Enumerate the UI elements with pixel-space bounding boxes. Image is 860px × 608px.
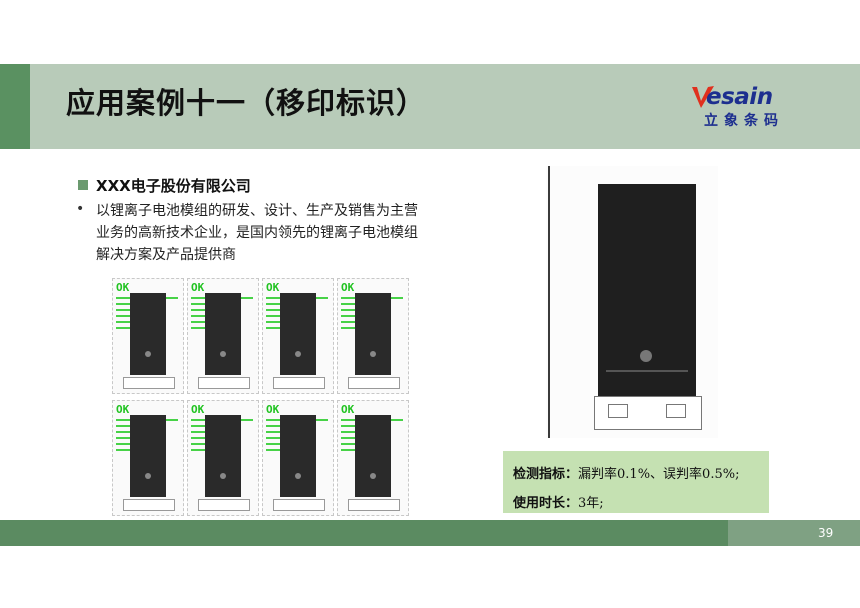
logo-wordmark: esain [706, 84, 773, 110]
battery-image [130, 415, 166, 497]
inspection-thumbnail: OK [337, 278, 409, 394]
page-number: 39 [818, 526, 834, 540]
company-name: XXX电子股份有限公司 [96, 177, 251, 195]
ok-status-label: OK [266, 403, 280, 416]
apple-logo-icon [220, 351, 226, 357]
company-logo: esain 立象条码 [690, 84, 790, 132]
footer-page-block [728, 520, 860, 546]
apple-logo-icon [145, 473, 151, 479]
battery-image [205, 415, 241, 497]
detection-value: 漏判率0.1%、误判率0.5%; [578, 467, 740, 482]
logo-subtitle: 立象条码 [704, 113, 784, 129]
apple-logo-icon [145, 351, 151, 357]
battery-image [355, 293, 391, 375]
duration-metric-row: 使用时长：3年; [513, 492, 604, 511]
company-description: 以锂离子电池模组的研发、设计、生产及销售为主营业务的高新技术企业，是国内领先的锂… [96, 203, 418, 263]
apple-logo-icon [220, 473, 226, 479]
apple-logo-icon [370, 351, 376, 357]
duration-label: 使用时长： [513, 496, 579, 511]
inspection-thumbnail: OK [337, 400, 409, 516]
battery-image [355, 415, 391, 497]
apple-logo-icon [640, 350, 652, 362]
apple-logo-icon [295, 473, 301, 479]
inspection-thumbnail: OK [112, 400, 184, 516]
duration-value: 3年; [578, 496, 604, 511]
ok-status-label: OK [341, 403, 355, 416]
inspection-thumbnail: OK [112, 278, 184, 394]
ok-status-label: OK [116, 403, 130, 416]
battery-image [280, 293, 316, 375]
footer-band [0, 520, 728, 546]
ok-status-label: OK [191, 281, 205, 294]
header-band [0, 64, 860, 149]
page-title: 应用案例十一（移印标识） [66, 86, 427, 120]
metrics-box: 检测指标：漏判率0.1%、误判率0.5%; 使用时长：3年; [503, 451, 769, 513]
battery-closeup-photo [546, 166, 718, 438]
inspection-thumbnail: OK [187, 400, 259, 516]
apple-logo-icon [295, 351, 301, 357]
ok-status-label: OK [341, 281, 355, 294]
battery-image [598, 184, 696, 396]
ok-status-label: OK [116, 281, 130, 294]
bullet-dot-icon: • [76, 201, 85, 217]
inspection-result-grid: OK OK OK OK OK OK OK OK [112, 278, 412, 518]
inspection-thumbnail: OK [262, 400, 334, 516]
inspection-thumbnail: OK [187, 278, 259, 394]
square-bullet-icon [78, 180, 88, 190]
logo-v-swoosh-icon [692, 86, 714, 108]
battery-image [205, 293, 241, 375]
apple-logo-icon [370, 473, 376, 479]
battery-image [130, 293, 166, 375]
ok-status-label: OK [191, 403, 205, 416]
battery-image [280, 415, 316, 497]
header-accent-bar [0, 64, 30, 149]
detection-metric-row: 检测指标：漏判率0.1%、误判率0.5%; [513, 463, 739, 482]
ok-status-label: OK [266, 281, 280, 294]
detection-label: 检测指标： [513, 467, 579, 482]
inspection-thumbnail: OK [262, 278, 334, 394]
